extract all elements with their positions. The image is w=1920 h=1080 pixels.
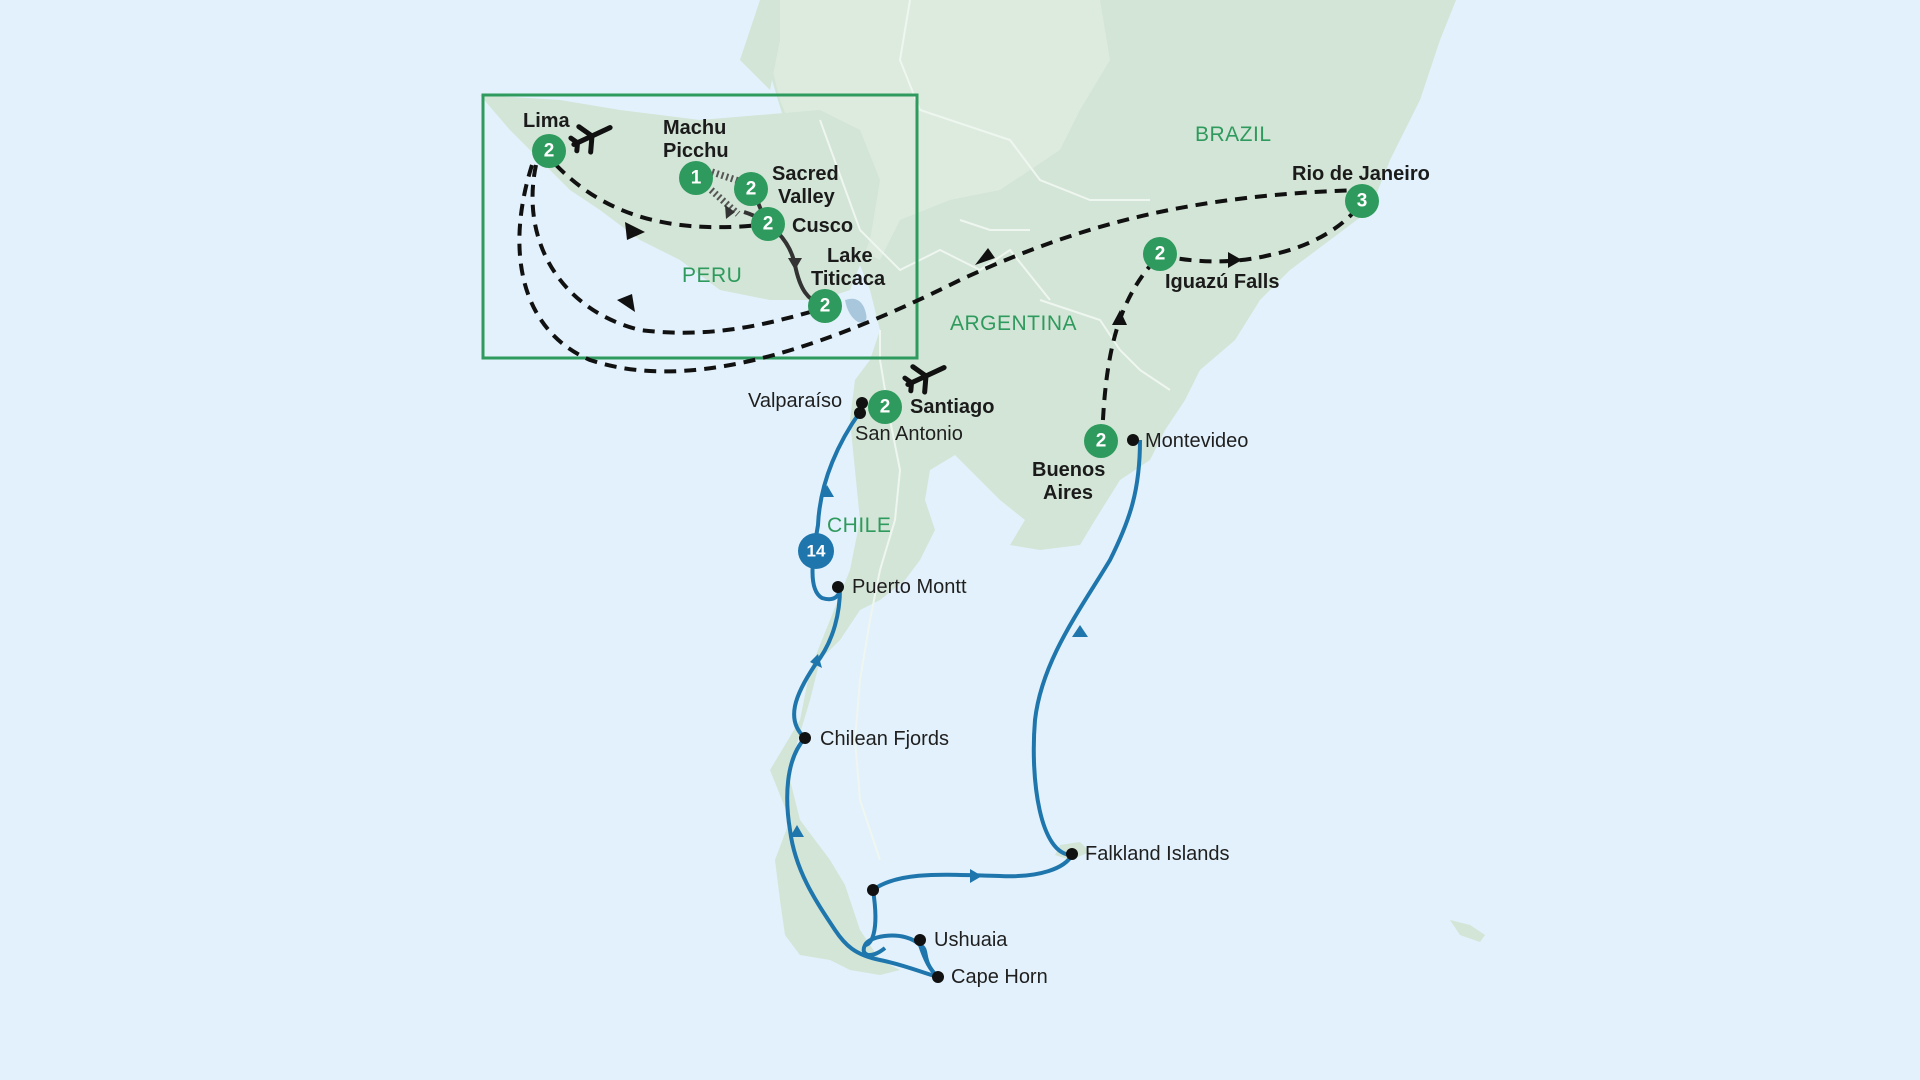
nights-count: 2 <box>820 296 831 317</box>
stop-label-machu-picchu-2: Picchu <box>663 140 729 162</box>
stop-marker-cruise[interactable]: 14 <box>798 533 834 569</box>
stop-label-iguazu: Iguazú Falls <box>1165 271 1279 293</box>
country-label-argentina: ARGENTINA <box>950 312 1077 335</box>
port-label-chilean-fjords: Chilean Fjords <box>820 728 949 750</box>
port-label-valparaiso: Valparaíso <box>748 390 842 412</box>
country-label-peru: PERU <box>682 264 742 287</box>
airplane-icon-santiago <box>902 364 947 395</box>
landmass <box>480 0 1485 975</box>
route-arrow <box>625 222 645 240</box>
country-label-brazil: BRAZIL <box>1195 123 1272 146</box>
port-label-montevideo: Montevideo <box>1145 430 1248 452</box>
stop-marker-rio[interactable]: 3 <box>1345 184 1379 218</box>
route-arrow <box>1228 252 1242 268</box>
stop-label-sacred-valley-2: Valley <box>778 186 836 208</box>
stop-label-lake-titicaca-1: Lake <box>827 245 873 267</box>
rail-route-machu-picchu <box>697 177 741 217</box>
stop-label-santiago: Santiago <box>910 396 994 418</box>
stop-label-sacred-valley-1: Sacred <box>772 163 839 185</box>
nights-count: 2 <box>763 214 774 235</box>
cruise-arrow <box>1072 625 1088 637</box>
stop-label-machu-picchu-1: Machu <box>663 117 726 139</box>
flight-routes <box>517 163 1364 441</box>
nights-count: 2 <box>880 397 891 418</box>
stop-label-cusco: Cusco <box>792 215 853 237</box>
route-arrow <box>975 248 995 265</box>
stop-marker-machu-picchu[interactable]: 1 <box>679 161 713 195</box>
route-arrow <box>1112 310 1127 325</box>
stop-label-buenos-aires-1: Buenos <box>1032 459 1105 481</box>
nights-count: 2 <box>746 179 757 200</box>
airplane-icon-lima <box>568 124 613 155</box>
port-dots <box>799 397 1139 983</box>
peru-inset-frame <box>481 93 919 360</box>
stop-marker-iguazu[interactable]: 2 <box>1143 237 1177 271</box>
port-label-puerto-montt: Puerto Montt <box>852 576 967 598</box>
stop-marker-buenos-aires[interactable]: 2 <box>1084 424 1118 458</box>
country-label-chile: CHILE <box>827 514 891 537</box>
port-label-ushuaia: Ushuaia <box>934 929 1008 951</box>
cruise-arrow <box>810 654 822 668</box>
nights-count: 3 <box>1357 191 1368 212</box>
stop-marker-lima[interactable]: 2 <box>532 134 566 168</box>
route-arrow <box>725 205 735 219</box>
nights-count: 1 <box>691 168 702 189</box>
stop-label-lake-titicaca-2: Titicaca <box>811 268 886 290</box>
stop-marker-santiago[interactable]: 2 <box>868 390 902 424</box>
stop-marker-cusco[interactable]: 2 <box>751 207 785 241</box>
cruise-arrow <box>970 869 982 883</box>
nights-count: 14 <box>807 542 826 561</box>
stop-marker-sacred-valley[interactable]: 2 <box>734 172 768 206</box>
route-arrow <box>617 294 635 312</box>
stop-label-rio: Rio de Janeiro <box>1292 163 1430 185</box>
cruise-arrow <box>790 825 804 837</box>
port-label-falkland-islands: Falkland Islands <box>1085 843 1230 865</box>
nights-count: 2 <box>1155 244 1166 265</box>
port-label-cape-horn: Cape Horn <box>951 966 1048 988</box>
stop-marker-lake-titicaca[interactable]: 2 <box>808 289 842 323</box>
nights-count: 2 <box>544 141 555 162</box>
route-arrow <box>788 258 802 270</box>
nights-count: 2 <box>1096 431 1107 452</box>
port-label-san-antonio: San Antonio <box>855 423 963 445</box>
stop-label-buenos-aires-2: Aires <box>1043 482 1093 504</box>
cruise-arrow <box>820 485 834 497</box>
stop-label-lima: Lima <box>523 110 571 132</box>
lake-titicaca-water <box>845 298 867 323</box>
